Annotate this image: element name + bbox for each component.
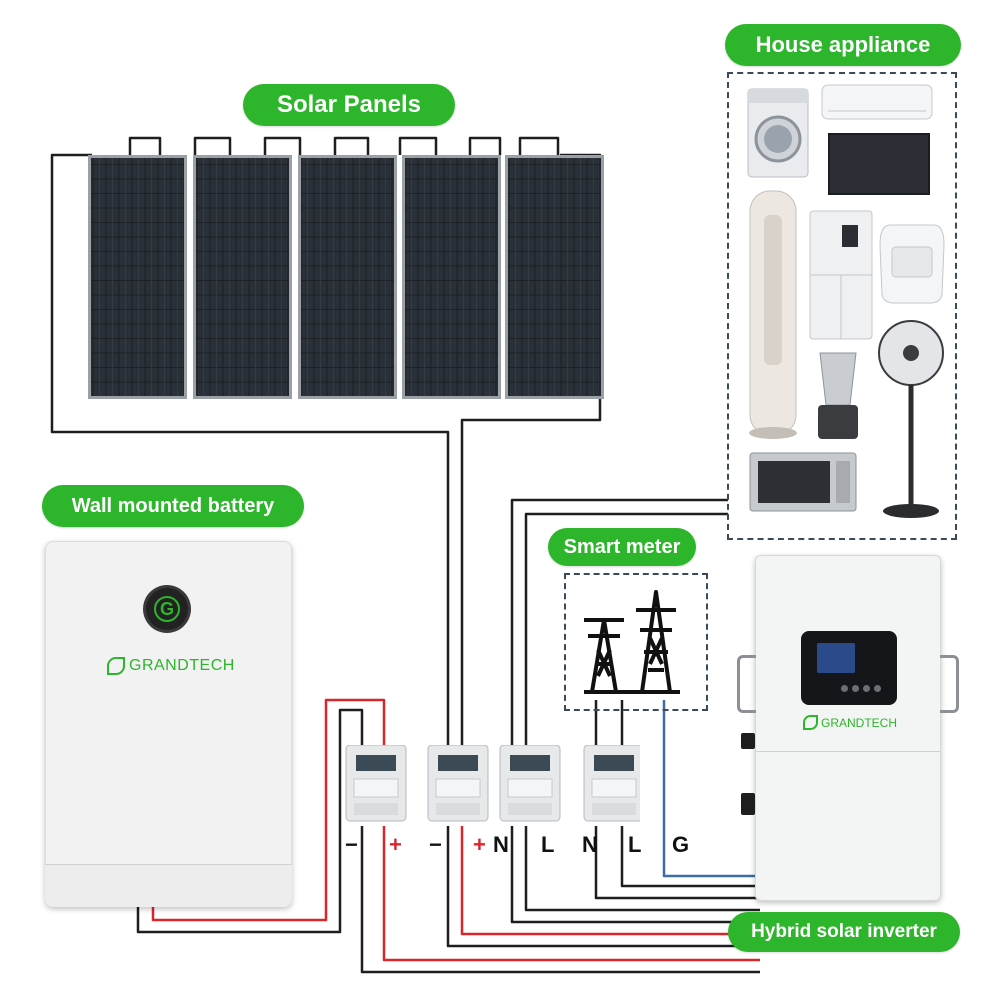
- battery-brand-text: GRANDTECH: [129, 657, 235, 674]
- battery-badge-letter: G: [154, 596, 180, 622]
- hybrid-inverter-label: Hybrid solar inverter: [728, 912, 960, 952]
- solar-panel: [193, 155, 292, 399]
- smart-meter-label: Smart meter: [548, 528, 696, 566]
- inverter-switch[interactable]: [741, 793, 755, 815]
- battery-brand-logo: GRANDTECH: [107, 657, 235, 675]
- house-appliance-box: [727, 72, 957, 540]
- solar-panel: [88, 155, 187, 399]
- pv-minus-terminal: −: [429, 832, 442, 857]
- appliance-group: [747, 84, 945, 518]
- wall-battery: G GRANDTECH: [45, 541, 292, 907]
- battery-minus-terminal: −: [345, 832, 358, 857]
- solar-panel: [505, 155, 604, 399]
- house-appliance-label: House appliance: [725, 24, 961, 66]
- leaf-logo-icon: [803, 715, 818, 730]
- battery-base: [45, 864, 292, 907]
- pv-breaker-module: [427, 745, 489, 822]
- solar-panel-array: [88, 155, 604, 399]
- inverter-divider: [755, 751, 941, 752]
- solar-panels-label: Solar Panels: [243, 84, 455, 126]
- refrigerator-icon: [809, 210, 873, 340]
- inverter-button[interactable]: [852, 685, 859, 692]
- wall-battery-label: Wall mounted battery: [42, 485, 304, 527]
- hybrid-inverter: GRANDTECH: [737, 555, 959, 901]
- power-tower-icon: [584, 590, 680, 694]
- television-icon: [828, 133, 930, 195]
- smart-meter-box: [564, 573, 708, 711]
- solar-string-wire: [50, 153, 450, 760]
- washing-machine-icon: [747, 88, 809, 178]
- inverter-screen: [817, 643, 855, 673]
- inverter-handle-left: [737, 655, 756, 713]
- ac1-line-terminal: L: [541, 832, 555, 857]
- inverter-switch[interactable]: [741, 733, 755, 749]
- ac1-neutral-terminal: N: [493, 832, 509, 857]
- air-fryer-icon: [879, 224, 945, 304]
- microwave-icon: [749, 452, 857, 512]
- solar-panel: [402, 155, 501, 399]
- ac2-line-terminal: L: [628, 832, 642, 857]
- ac2-neutral-terminal: N: [582, 832, 598, 857]
- inverter-buttons: [841, 685, 881, 692]
- battery-negative-wire: [136, 708, 364, 934]
- air-conditioner-icon: [821, 84, 933, 120]
- inverter-brand-text: GRANDTECH: [821, 715, 898, 730]
- battery-positive-wire: [151, 698, 386, 922]
- inverter-display-panel: [801, 631, 897, 705]
- ac-breaker-module: [499, 745, 561, 822]
- ground-terminal: G: [672, 832, 690, 857]
- inverter-button[interactable]: [841, 685, 848, 692]
- solar-panel: [298, 155, 397, 399]
- grid-breaker-module: [583, 745, 640, 822]
- terminal-modules: [345, 745, 640, 822]
- battery-plus-terminal: +: [389, 832, 402, 857]
- inverter-button[interactable]: [863, 685, 870, 692]
- tower-fan-icon: [749, 190, 797, 439]
- blender-icon: [818, 352, 858, 439]
- leaf-logo-icon: [107, 657, 125, 675]
- inverter-button[interactable]: [874, 685, 881, 692]
- battery-badge: G: [146, 588, 188, 630]
- ground-wire: [662, 700, 760, 878]
- standing-fan-icon: [878, 320, 944, 518]
- pv-plus-terminal: +: [473, 832, 486, 857]
- battery-breaker-module: [345, 745, 407, 822]
- inverter-brand-logo: GRANDTECH: [803, 715, 897, 730]
- inverter-handle-right: [940, 655, 959, 713]
